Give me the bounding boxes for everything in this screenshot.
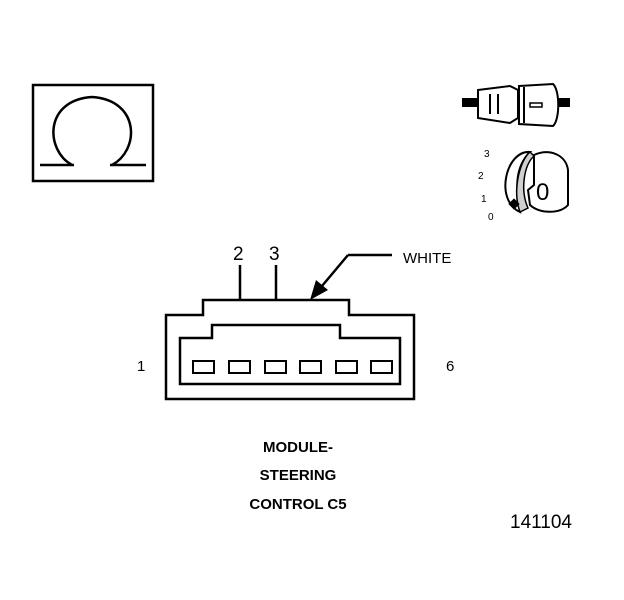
cavity-2 — [228, 360, 251, 374]
pin-callout-3: 3 — [269, 244, 280, 265]
ohm-symbol-box — [31, 83, 155, 183]
connector-caption: MODULE- STEERING CONTROL C5 — [249, 439, 346, 513]
cavity-4 — [299, 360, 322, 374]
key-label: 0 — [536, 179, 549, 206]
cavity-5 — [335, 360, 358, 374]
connector-cavities — [192, 360, 393, 374]
pin-callout-2: 2 — [233, 244, 244, 265]
connector-plug-icon — [462, 82, 570, 128]
connector-body — [164, 298, 416, 401]
key-position-3: 3 — [484, 149, 490, 160]
cavity-3 — [264, 360, 287, 374]
pin-number-left: 1 — [137, 358, 145, 375]
connector-color-label: WHITE — [403, 250, 451, 267]
caption-line-1: MODULE- — [263, 439, 333, 456]
ohm-icon — [40, 95, 146, 167]
pin-number-right: 6 — [446, 358, 454, 375]
ignition-key-icon: 3 2 1 0 0 — [478, 149, 569, 223]
caption-line-3: CONTROL C5 — [249, 496, 346, 513]
key-position-1: 1 — [481, 194, 487, 205]
caption-line-2: STEERING — [260, 467, 337, 484]
figure-number: 141104 — [510, 512, 572, 533]
cavity-1 — [192, 360, 215, 374]
color-leader-arrow — [310, 253, 392, 300]
key-position-2: 2 — [478, 171, 484, 182]
key-position-0: 0 — [488, 212, 494, 223]
cavity-6 — [370, 360, 393, 374]
